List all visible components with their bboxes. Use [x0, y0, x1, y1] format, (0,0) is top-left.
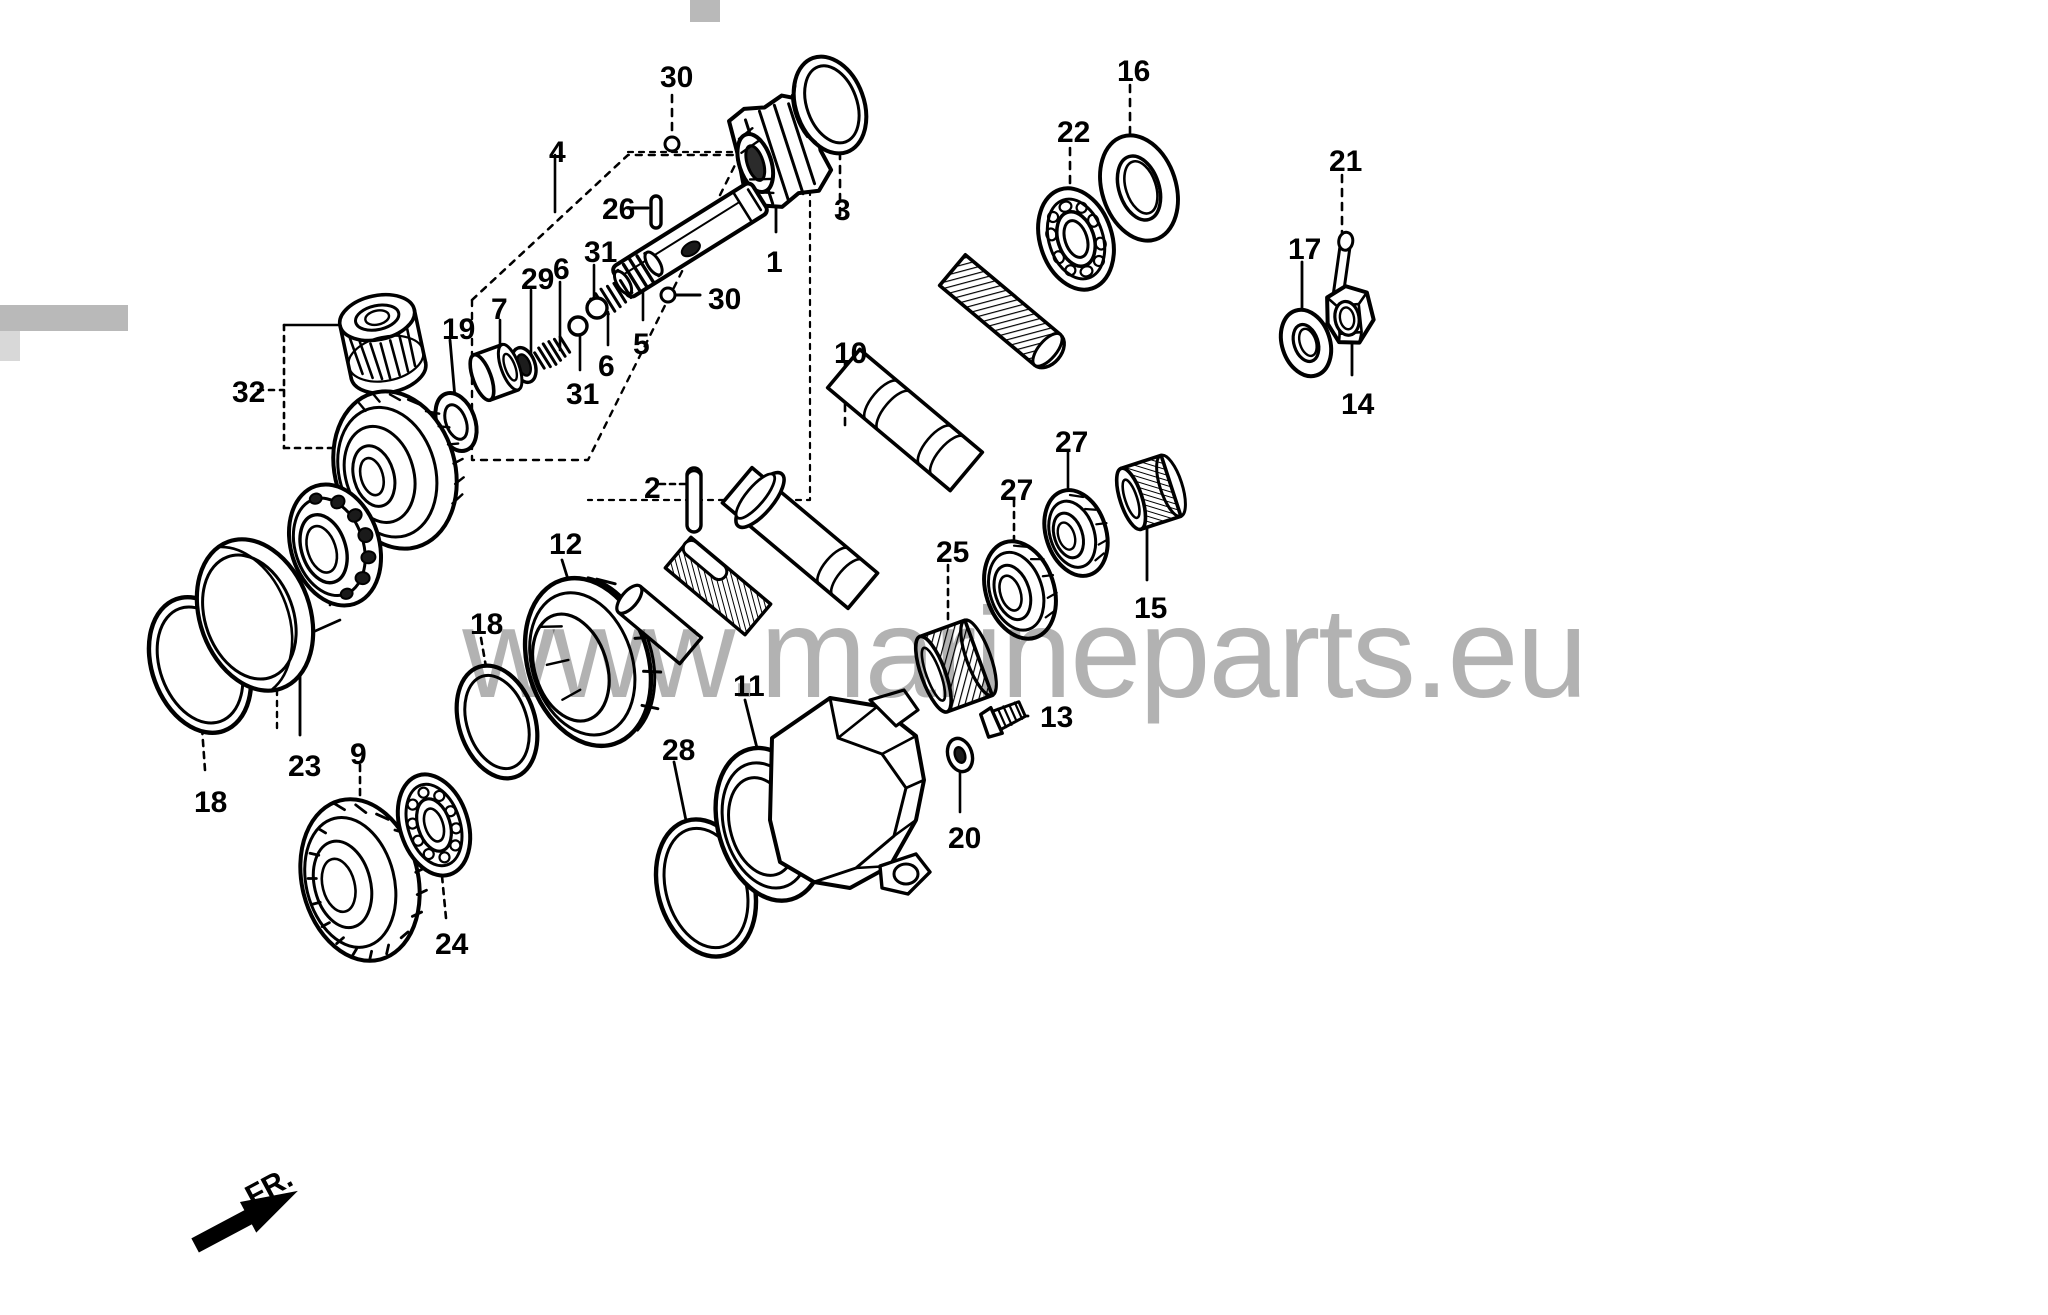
callout-31-lower: 31 [566, 378, 600, 411]
callout-14: 14 [1341, 388, 1375, 421]
callout-15: 15 [1134, 592, 1168, 625]
callout-17: 17 [1288, 233, 1322, 266]
callout-22: 22 [1057, 116, 1091, 149]
callout-6-upper: 6 [553, 253, 570, 286]
callout-31-upper: 31 [584, 236, 618, 269]
callout-9: 9 [350, 738, 367, 771]
callout-26: 26 [602, 193, 636, 226]
callout-7: 7 [491, 293, 508, 326]
scan-artifact-left-secondary [0, 331, 20, 361]
callout-4: 4 [549, 136, 566, 169]
callout-32: 32 [232, 376, 266, 409]
callout-18-mid: 18 [470, 608, 504, 641]
callout-10: 10 [834, 337, 868, 370]
callout-20: 20 [948, 822, 982, 855]
callout-21: 21 [1329, 145, 1363, 178]
callout-28: 28 [662, 734, 696, 767]
callout-6-lower: 6 [598, 350, 615, 383]
callout-5: 5 [633, 328, 650, 361]
callout-2: 2 [644, 472, 661, 505]
callout-30-upper: 30 [660, 61, 694, 94]
callout-12: 12 [549, 528, 583, 561]
callout-11: 11 [733, 670, 765, 703]
callout-3: 3 [834, 194, 851, 227]
front-direction-arrow [191, 1190, 298, 1253]
callout-13: 13 [1040, 701, 1074, 734]
callout-1: 1 [766, 246, 783, 279]
scan-artifact-top [690, 0, 720, 22]
callout-27-upper: 27 [1055, 426, 1089, 459]
callout-25: 25 [936, 536, 970, 569]
callout-19: 19 [442, 313, 476, 346]
callout-30-lower: 30 [708, 283, 742, 316]
callout-27-lower: 27 [1000, 474, 1034, 507]
callout-18-left: 18 [194, 786, 228, 819]
callout-16: 16 [1117, 55, 1151, 88]
callout-29: 29 [521, 263, 555, 296]
callout-23: 23 [288, 750, 322, 783]
callout-24: 24 [435, 928, 469, 961]
scan-artifact-left [0, 305, 128, 331]
